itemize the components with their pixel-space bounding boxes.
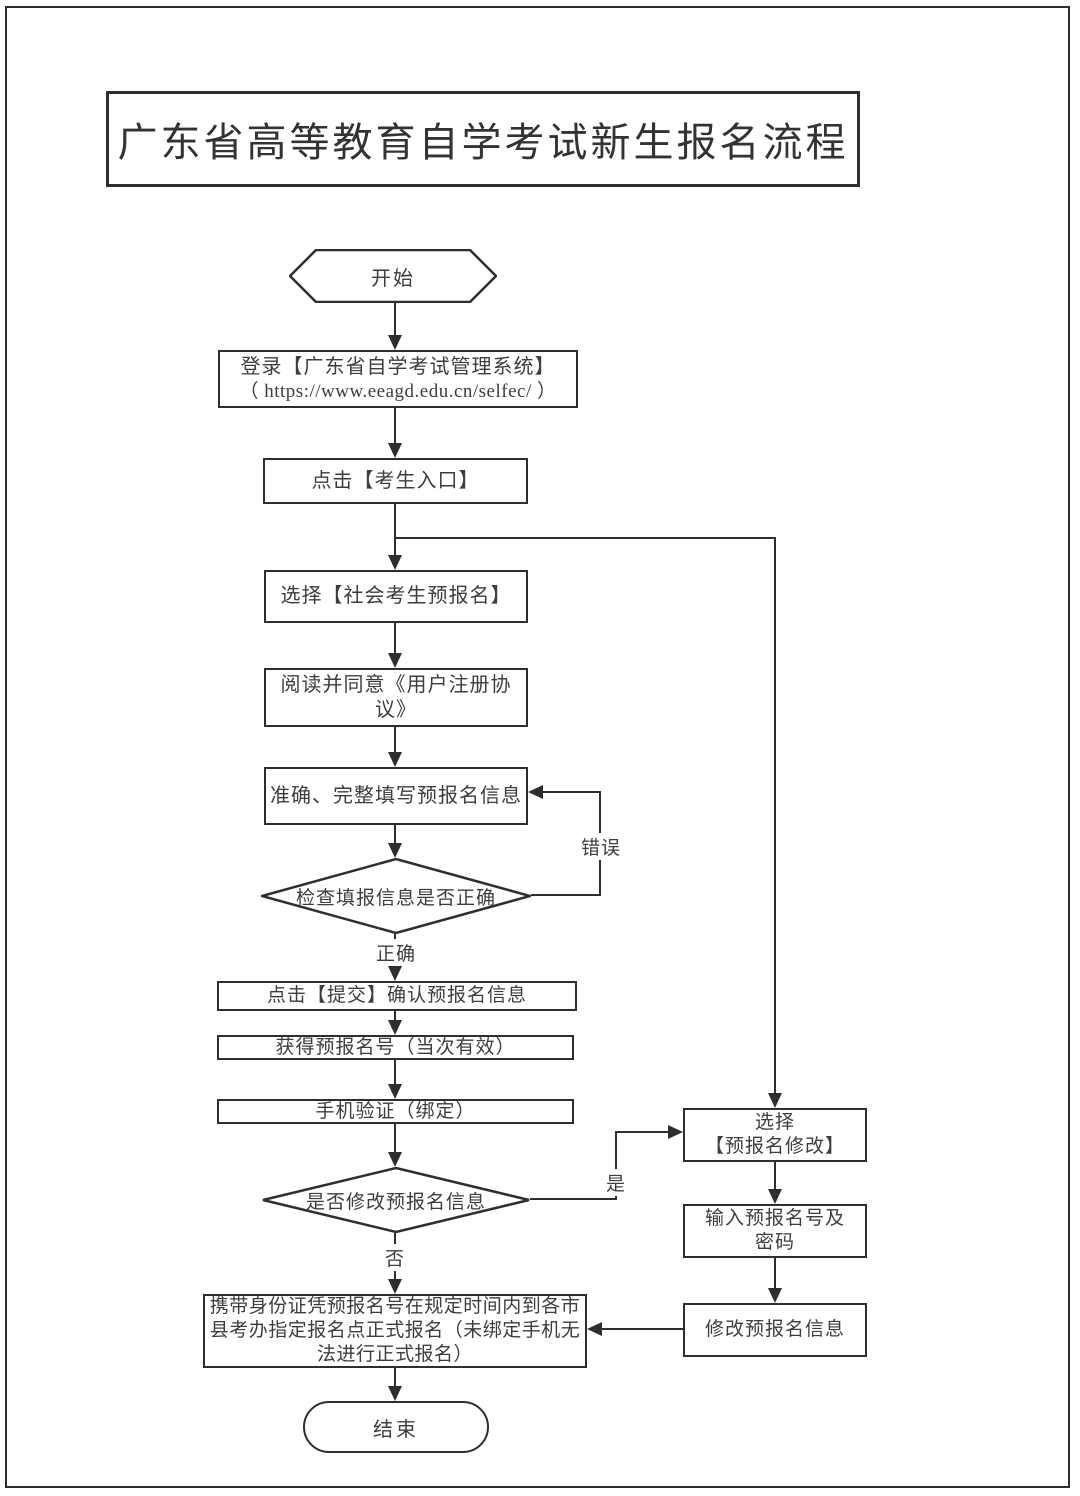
edge-modifyinfo-formal-line: [602, 1328, 683, 1330]
arrowhead-down: [388, 443, 402, 458]
edge-label-no: 否: [378, 1244, 412, 1271]
node-click-entry: 点击【考生入口】: [263, 458, 528, 504]
decision-check-info: 检查填报信息是否正确: [261, 858, 531, 934]
arrowhead-left: [528, 785, 543, 799]
edge-number-phone-line: [394, 1060, 396, 1086]
edge-right-column-line: [774, 537, 776, 1094]
arrowhead-down: [388, 335, 402, 350]
node-modify-info: 修改预报名信息: [683, 1303, 867, 1357]
title-box: 广东省高等教育自学考试新生报名流程: [106, 91, 860, 187]
node-phone-verify: 手机验证（绑定）: [217, 1099, 574, 1124]
end-terminator: 结束: [303, 1401, 489, 1453]
read-agreement-label: 阅读并同意《用户注册协议》: [280, 673, 512, 721]
edge-fill-check-line: [394, 825, 396, 845]
fill-info-label: 准确、完整填写预报名信息: [270, 784, 522, 807]
arrowhead-down: [768, 1189, 782, 1204]
node-choose-preregistration: 选择【社会考生预报名】: [264, 570, 528, 623]
arrowhead-right: [668, 1125, 683, 1139]
choose-modify-line2: 【预报名修改】: [704, 1136, 845, 1157]
modify-decision-label: 是否修改预报名信息: [305, 1191, 486, 1213]
page-title: 广东省高等教育自学考试新生报名流程: [117, 120, 849, 165]
start-label: 开始: [371, 267, 415, 290]
input-number-line1: 输入预报名号及: [704, 1208, 845, 1230]
edge-yes-vertical-line: [615, 1131, 617, 1200]
submit-confirm-label: 点击【提交】确认预报名信息: [266, 985, 527, 1007]
edge-submit-number-line: [394, 1011, 396, 1022]
arrowhead-down: [768, 1093, 782, 1108]
arrowhead-down: [388, 1020, 402, 1035]
login-line1: 登录【广东省自学考试管理系统】: [240, 355, 556, 378]
node-read-agreement: 阅读并同意《用户注册协议》: [264, 668, 528, 727]
edge-error-bottom-line: [531, 894, 601, 896]
choose-modify-line1: 选择: [754, 1112, 795, 1134]
page-border: [5, 6, 1070, 1488]
hexagon-shape: [289, 249, 497, 303]
node-submit-confirm: 点击【提交】确认预报名信息: [217, 981, 577, 1011]
arrowhead-left: [587, 1322, 602, 1336]
edge-branch-right-line: [395, 537, 776, 539]
node-formal-registration: 携带身份证凭预报名号在规定时间内到各市县考办指定报名点正式报名（未绑定手机无法进…: [203, 1294, 587, 1368]
edge-choose-agreement-line: [394, 623, 396, 654]
diamond-shape: [262, 1167, 530, 1233]
input-number-line2: 密码: [754, 1232, 795, 1253]
edge-entry-choose-line: [394, 504, 396, 556]
edge-yes-top-line: [615, 1131, 668, 1133]
arrowhead-down: [388, 752, 402, 767]
edge-yes-bottom-line: [530, 1198, 617, 1200]
edge-login-entry-line: [394, 408, 396, 444]
arrowhead-down: [388, 1386, 402, 1401]
get-number-label: 获得预报名号（当次有效）: [275, 1036, 516, 1058]
edge-start-login-line: [394, 303, 396, 336]
arrowhead-down: [388, 653, 402, 668]
node-input-number: 输入预报名号及 密码: [683, 1204, 867, 1258]
edge-label-correct: 正确: [366, 939, 426, 966]
arrowhead-down: [388, 966, 402, 981]
node-choose-modify: 选择 【预报名修改】: [683, 1108, 867, 1162]
formal-registration-label: 携带身份证凭预报名号在规定时间内到各市县考办指定报名点正式报名（未绑定手机无法进…: [209, 1296, 581, 1365]
arrowhead-down: [388, 843, 402, 858]
edge-label-yes: 是: [599, 1169, 633, 1196]
edge-modify-input-line: [774, 1162, 776, 1190]
arrowhead-down: [388, 1084, 402, 1099]
end-label: 结束: [373, 1418, 419, 1441]
check-info-label: 检查填报信息是否正确: [295, 887, 496, 909]
modify-info-label: 修改预报名信息: [704, 1319, 845, 1341]
phone-verify-label: 手机验证（绑定）: [315, 1100, 476, 1122]
decision-modify-info: 是否修改预报名信息: [262, 1167, 530, 1233]
arrowhead-down: [388, 1152, 402, 1167]
diamond-shape: [261, 858, 531, 934]
edge-agreement-fill-line: [394, 727, 396, 753]
arrowhead-down: [768, 1288, 782, 1303]
edge-input-modifyinfo-line: [774, 1258, 776, 1289]
node-fill-info: 准确、完整填写预报名信息: [264, 767, 528, 825]
choose-preregistration-label: 选择【社会考生预报名】: [280, 585, 512, 607]
start-terminator: 开始: [289, 249, 497, 303]
login-url: （ https://www.eeagd.edu.cn/selfec/ ）: [239, 380, 557, 402]
arrowhead-down: [388, 1279, 402, 1294]
node-login-system: 登录【广东省自学考试管理系统】 （ https://www.eeagd.edu.…: [218, 350, 578, 408]
arrowhead-down: [388, 555, 402, 570]
edge-label-error: 错误: [572, 833, 630, 860]
click-entry-label: 点击【考生入口】: [311, 469, 480, 492]
edge-error-top-line: [543, 791, 601, 793]
node-get-number: 获得预报名号（当次有效）: [217, 1035, 574, 1060]
edge-phone-decision-line: [394, 1124, 396, 1154]
edge-formal-end-line: [394, 1368, 396, 1388]
